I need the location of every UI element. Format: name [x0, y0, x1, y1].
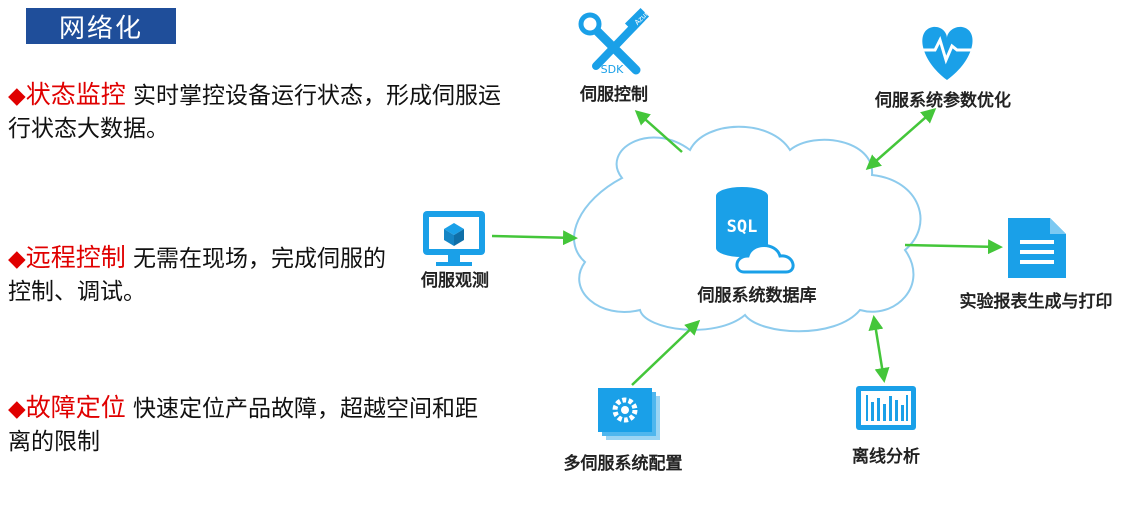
node-label-servo-observe: 伺服观测 [420, 270, 489, 291]
diamond-bullet-icon: ◆ [8, 246, 26, 272]
diamond-bullet-icon: ◆ [8, 83, 26, 109]
center-label: 伺服系统数据库 [697, 285, 817, 306]
section-title: 网络化 [26, 8, 176, 44]
feature-keyword: 远程控制 [25, 243, 126, 272]
document-icon [1008, 218, 1066, 278]
node-label-param-optimization: 伺服系统参数优化 [874, 90, 1011, 111]
feature-description: 无需在现场，完成伺服的控制、调试。 [8, 246, 387, 305]
database-icon: SQL [716, 187, 795, 274]
feature-status-monitor: ◆状态监控 实时掌控设备运行状态，形成伺服运行状态大数据。 [8, 78, 508, 146]
svg-text:SQL: SQL [727, 217, 758, 237]
arrow-to-servo-control [634, 110, 683, 153]
feature-keyword: 故障定位 [25, 393, 126, 422]
section-title-text: 网络化 [58, 13, 143, 44]
heart-pulse-icon [922, 26, 973, 80]
svg-text:SDK: SDK [601, 63, 624, 76]
wrench-screwdriver-icon: Azure SDK [578, 7, 653, 76]
arrow-from-observe [491, 230, 578, 246]
monitor-icon [423, 211, 485, 266]
node-label-servo-control: 伺服控制 [579, 84, 648, 105]
feature-description: 实时掌控设备运行状态，形成伺服运行状态大数据。 [8, 83, 502, 142]
arrow-param-optimization [865, 108, 937, 170]
feature-description: 快速定位产品故障，超越空间和距离的限制 [8, 396, 479, 455]
arrow-offline-analysis [868, 315, 890, 383]
arrow-to-report [904, 239, 1003, 255]
node-label-report: 实验报表生成与打印 [960, 291, 1113, 312]
diamond-bullet-icon: ◆ [8, 396, 26, 422]
node-label-multi-config: 多伺服系统配置 [564, 453, 683, 474]
equalizer-panel-icon [856, 386, 916, 430]
stacked-gear-icon [598, 388, 660, 440]
feature-remote-control: ◆远程控制 无需在现场，完成伺服的控制、调试。 [8, 241, 408, 309]
arrow-from-multi-config [631, 319, 701, 386]
svg-text:Azure: Azure [633, 7, 653, 27]
node-label-offline-analysis: 离线分析 [852, 446, 920, 467]
feature-keyword: 状态监控 [25, 80, 126, 109]
feature-fault-location: ◆故障定位 快速定位产品故障，超越空间和距离的限制 [8, 391, 498, 459]
